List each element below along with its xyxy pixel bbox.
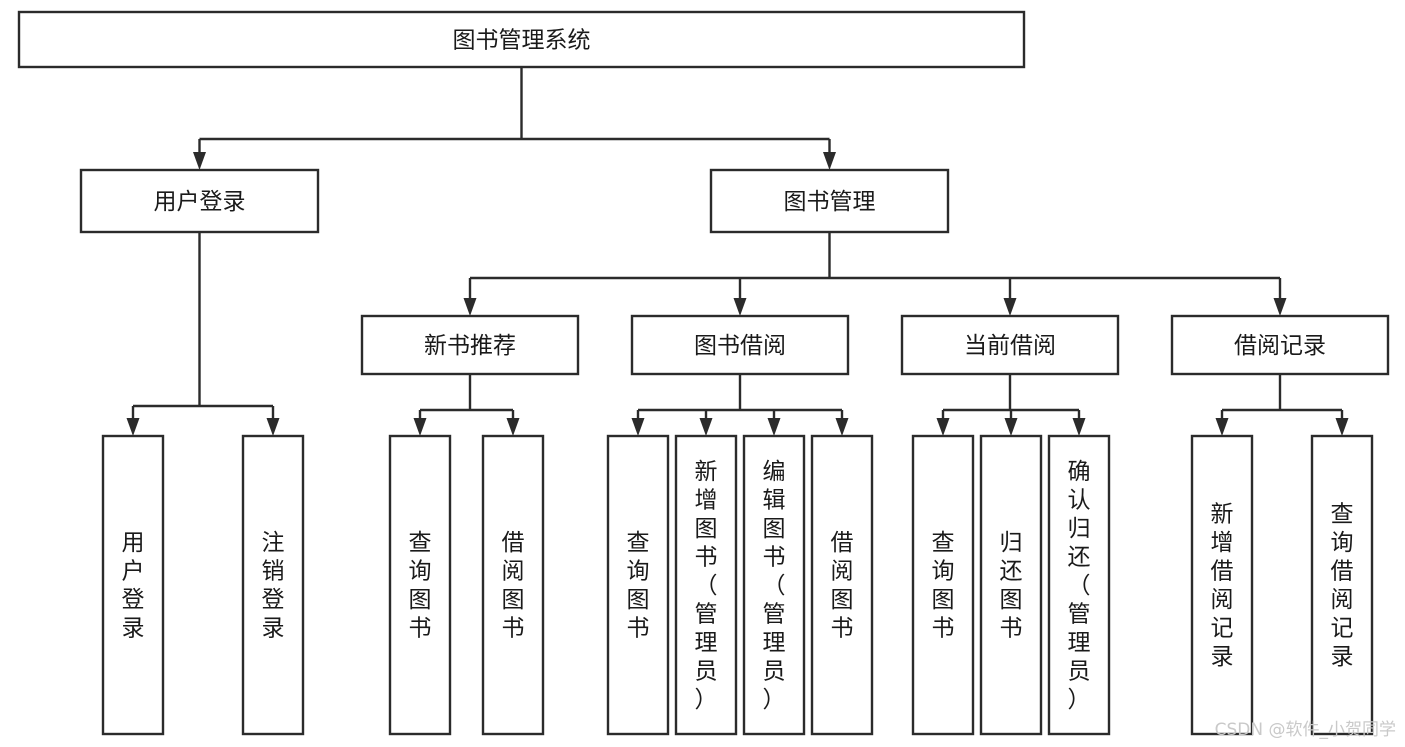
node-box [481, 434, 545, 736]
node-leaf-borrow-book[interactable]: 借阅图书 [810, 434, 874, 736]
node-box [17, 10, 1026, 69]
node-label: 编辑图书（管理员） [763, 459, 786, 713]
node-leaf-query-book-current[interactable]: 查询图书 [911, 434, 975, 736]
node-label: 当前借阅 [964, 333, 1056, 359]
node-box [241, 434, 305, 736]
node-label: 查询图书 [932, 530, 955, 642]
node-label: 借阅记录 [1234, 333, 1326, 359]
node-label: 新增借阅记录 [1211, 502, 1234, 671]
node-label: 归还图书 [1000, 530, 1023, 642]
connector-group [463, 232, 1287, 316]
node-leaf-add-borrow-record[interactable]: 新增借阅记录 [1190, 434, 1254, 736]
node-layer: 图书管理系统用户登录图书管理新书推荐图书借阅当前借阅借阅记录用户登录注销登录查询… [17, 10, 1390, 736]
node-box [742, 434, 806, 736]
node-box [360, 314, 580, 376]
node-label: 查询借阅记录 [1331, 502, 1354, 671]
node-leaf-query-book-recommend[interactable]: 查询图书 [388, 434, 452, 736]
csdn-watermark: CSDN @软件_小贺同学 [1215, 720, 1396, 740]
node-box [388, 434, 452, 736]
node-box [79, 168, 320, 234]
node-label: 确认归还（管理员） [1068, 459, 1091, 713]
node-leaf-query-book-borrow[interactable]: 查询图书 [606, 434, 670, 736]
node-box [101, 434, 165, 736]
node-leaf-confirm-return[interactable]: 确认归还（管理员） [1047, 434, 1111, 736]
node-label: 用户登录 [154, 189, 246, 215]
node-leaf-query-borrow-record[interactable]: 查询借阅记录 [1310, 434, 1374, 736]
node-box [606, 434, 670, 736]
node-box [1310, 434, 1374, 736]
connector-group [413, 374, 520, 436]
node-box [1190, 434, 1254, 736]
connector-group [936, 374, 1086, 436]
node-label: 新增图书（管理员） [695, 459, 718, 713]
node-label: 图书借阅 [694, 333, 786, 359]
node-label: 查询图书 [409, 530, 432, 642]
node-box [979, 434, 1043, 736]
connector-group [1215, 374, 1349, 436]
node-box [1170, 314, 1390, 376]
node-label: 注销登录 [262, 530, 285, 642]
node-label: 借阅图书 [502, 530, 525, 642]
node-book-borrow[interactable]: 图书借阅 [630, 314, 850, 376]
connector-group [193, 67, 836, 170]
node-root[interactable]: 图书管理系统 [17, 10, 1026, 69]
node-user-login[interactable]: 用户登录 [79, 168, 320, 234]
node-box [630, 314, 850, 376]
connector-group [126, 232, 280, 436]
node-label: 图书管理 [784, 189, 876, 215]
connector-group [631, 374, 849, 436]
node-leaf-add-book[interactable]: 新增图书（管理员） [674, 434, 738, 736]
node-borrow-records[interactable]: 借阅记录 [1170, 314, 1390, 376]
node-box [900, 314, 1120, 376]
node-current-borrow[interactable]: 当前借阅 [900, 314, 1120, 376]
connector-layer [126, 67, 1349, 436]
node-leaf-borrow-book-recommend[interactable]: 借阅图书 [481, 434, 545, 736]
node-label: 新书推荐 [424, 333, 516, 359]
node-leaf-user-login[interactable]: 用户登录 [101, 434, 165, 736]
node-label: 用户登录 [122, 530, 145, 642]
node-leaf-return-book[interactable]: 归还图书 [979, 434, 1043, 736]
node-leaf-logout[interactable]: 注销登录 [241, 434, 305, 736]
node-box [709, 168, 950, 234]
node-book-manage[interactable]: 图书管理 [709, 168, 950, 234]
node-label: 图书管理系统 [453, 28, 591, 54]
node-new-book-recommend[interactable]: 新书推荐 [360, 314, 580, 376]
node-box [911, 434, 975, 736]
node-box [674, 434, 738, 736]
node-label: 借阅图书 [831, 530, 854, 642]
node-label: 查询图书 [627, 530, 650, 642]
node-box [1047, 434, 1111, 736]
node-leaf-edit-book[interactable]: 编辑图书（管理员） [742, 434, 806, 736]
node-box [810, 434, 874, 736]
